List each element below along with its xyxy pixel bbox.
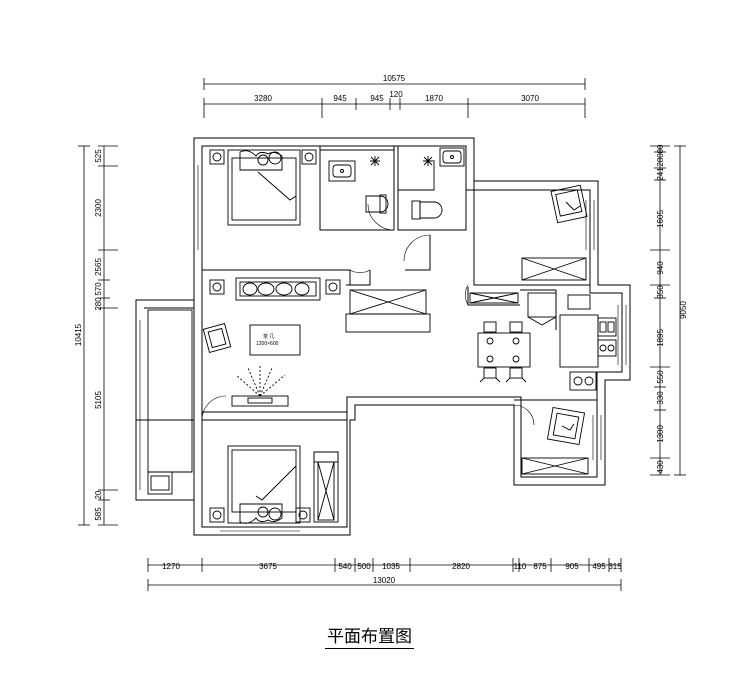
coffee-table-label: 茶 几 [263, 333, 274, 340]
dim-top-2: 945 [333, 94, 347, 103]
drawing-title-wrap: 平面布置图 [0, 622, 739, 649]
dim-bottom-10: 495 [592, 562, 606, 571]
dim-right-total-label: 9050 [679, 301, 688, 319]
bedroom-bottom-left-wardrobe [313, 451, 339, 523]
dim-bottom-2: 3675 [259, 562, 277, 571]
bathroom-right-fixtures [398, 147, 465, 220]
dim-bottom-8: 875 [533, 562, 547, 571]
living-room-sofa [209, 277, 341, 301]
dim-bottom-total-label: 13020 [373, 576, 396, 585]
dim-right-11: 430 [656, 460, 665, 474]
tv-cabinet [231, 365, 289, 407]
dim-right-2: 280 [656, 153, 665, 167]
coffee-table-size: 1200×600 [256, 341, 279, 347]
bedroom-bottom-left-bed [209, 445, 311, 524]
dim-right-6: 350 [656, 285, 665, 299]
dim-right-3: 241 [656, 167, 665, 181]
dim-right-10: 1300 [656, 425, 665, 443]
dim-left-5: 280 [94, 297, 103, 311]
dimension-right-total [674, 145, 686, 476]
dim-bottom-4: 500 [357, 562, 371, 571]
bathroom-left-fixtures [320, 149, 394, 214]
dim-bottom-1: 1270 [162, 562, 180, 571]
dim-left-8: 585 [94, 507, 103, 521]
dim-left-6: 5105 [94, 391, 103, 409]
dim-right-8: 550 [656, 370, 665, 384]
dim-right-1: 80 [656, 144, 665, 153]
dim-bottom-11: 315 [608, 562, 622, 571]
dim-top-5: 1870 [425, 94, 443, 103]
dim-right-5: 940 [656, 261, 665, 275]
dim-left-7: 20 [94, 490, 103, 499]
dim-top-1: 3280 [254, 94, 272, 103]
dim-bottom-3: 540 [338, 562, 352, 571]
dim-top-4: 120 [389, 90, 403, 99]
dim-left-3: 2565 [94, 258, 103, 276]
dim-left-1: 525 [94, 149, 103, 163]
bedroom-bottom-right-furniture [521, 406, 589, 475]
storage-cabinets [345, 289, 519, 333]
dimension-bottom-total [147, 579, 622, 591]
dim-right-4: 1605 [656, 210, 665, 228]
bedroom-top-right-furniture [521, 184, 588, 281]
dim-top-total-label: 10575 [383, 74, 406, 83]
interior-walls [202, 146, 597, 421]
dim-bottom-9: 905 [565, 562, 579, 571]
dim-left-2: 2300 [94, 199, 103, 217]
dim-right-9: 330 [656, 391, 665, 405]
kitchen-counter [559, 294, 617, 391]
bedroom-top-left-bed [209, 149, 317, 226]
dimension-top-segments [203, 98, 586, 118]
dimension-left-total [78, 145, 90, 526]
dim-bottom-5: 1035 [382, 562, 400, 571]
dim-bottom-7: 110 [514, 562, 527, 571]
fridge [527, 292, 557, 326]
dimension-right-segments [650, 145, 670, 476]
windows [139, 165, 631, 532]
exterior-walls [135, 137, 631, 536]
dim-top-6: 3070 [521, 94, 539, 103]
dim-bottom-6: 2820 [452, 562, 470, 571]
dimension-bottom-segments [147, 558, 622, 572]
coffee-table: 茶 几 1200×600 [249, 324, 301, 356]
dining-table-set [477, 321, 531, 383]
dim-left-total-label: 10415 [74, 323, 83, 346]
dim-right-7: 1895 [656, 329, 665, 347]
dim-left-4: 570 [94, 282, 103, 296]
living-room-armchair [202, 323, 232, 353]
drawing-title: 平面布置图 [325, 627, 414, 649]
dimension-top-total [203, 78, 586, 90]
doors [201, 203, 535, 426]
balcony-left [147, 309, 193, 495]
dimension-left-segments [98, 145, 118, 526]
dim-top-3: 945 [370, 94, 384, 103]
